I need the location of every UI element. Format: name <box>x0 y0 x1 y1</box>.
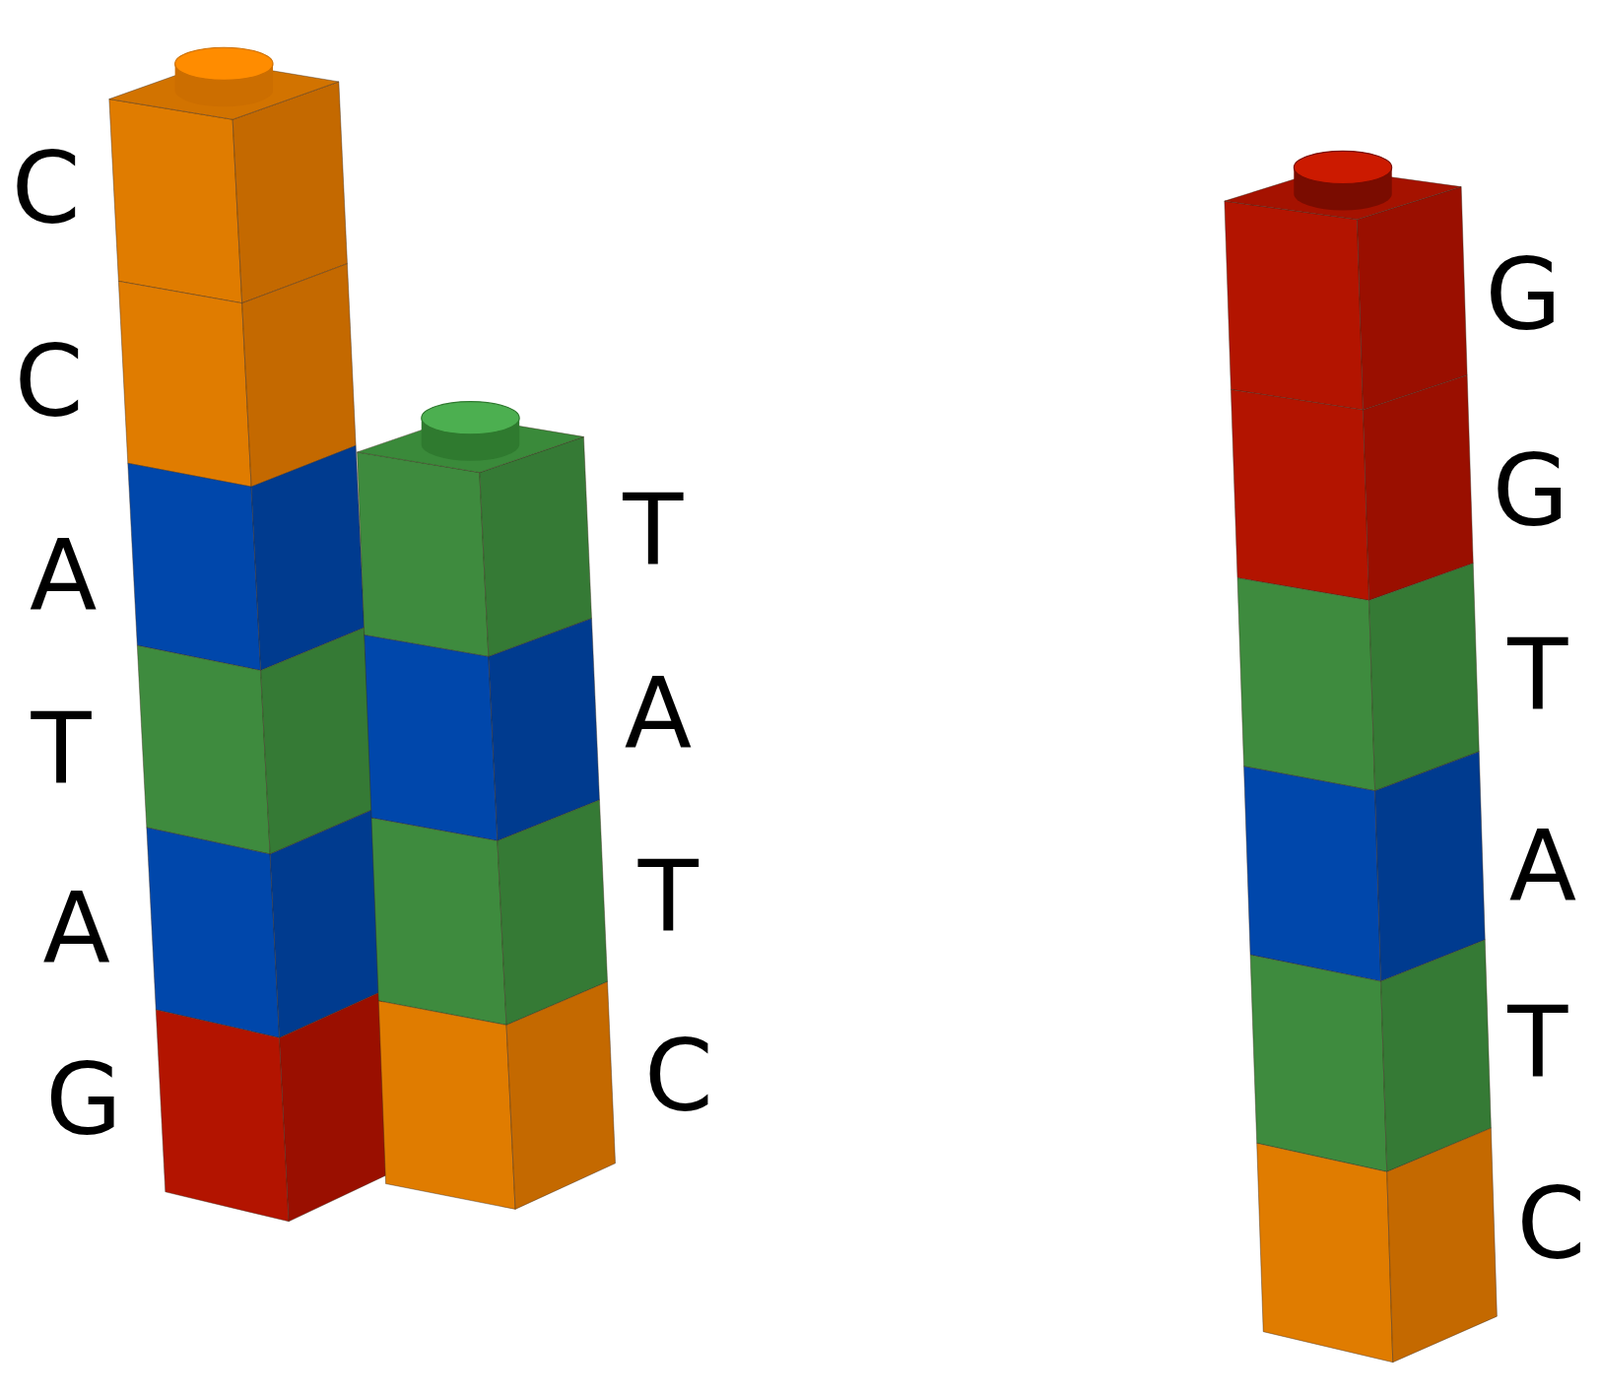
brick-front <box>364 635 498 842</box>
base-letter-holder: A <box>29 527 97 626</box>
base-letter-holder: T <box>31 700 92 800</box>
base-letter: T <box>638 848 699 947</box>
base-letter: C <box>644 1027 714 1127</box>
base-letter: A <box>29 527 97 626</box>
brick-front <box>1244 766 1382 982</box>
brick-stack <box>357 401 616 1210</box>
brick-front <box>109 99 243 304</box>
brick-front <box>1250 954 1388 1172</box>
brick-side <box>1369 563 1480 792</box>
base-letter-holder: G <box>45 1051 123 1150</box>
base-letter-holder: A <box>42 879 110 979</box>
base-letter-holder: A <box>1509 817 1577 917</box>
base-letter: T <box>1507 626 1568 726</box>
base-letter-holder: C <box>644 1027 714 1127</box>
brick-side <box>279 991 391 1221</box>
base-letter-holder: A <box>624 665 692 764</box>
brick-front <box>371 817 507 1025</box>
base-letter-holder: G <box>1485 246 1563 345</box>
base-letter-holder: C <box>1516 1175 1586 1274</box>
brick-stack <box>109 47 391 1222</box>
brick-side <box>479 436 593 657</box>
brick-front <box>155 1009 289 1222</box>
base-letter-holder: C <box>14 333 84 432</box>
brick-front <box>118 280 252 487</box>
base-letter-holder: T <box>622 481 683 581</box>
base-letter: G <box>1485 246 1563 345</box>
base-letter: T <box>1507 994 1568 1093</box>
brick-front <box>1224 200 1364 410</box>
brick-stud-top <box>175 47 273 80</box>
base-letter: C <box>11 139 81 239</box>
base-letter: C <box>1516 1175 1586 1274</box>
base-letter-holder: G <box>1492 442 1570 541</box>
base-letter: G <box>1492 442 1570 541</box>
brick-front <box>1230 389 1369 600</box>
base-letter: A <box>42 879 110 979</box>
brick-side <box>1357 187 1468 411</box>
brick-front <box>1257 1142 1394 1362</box>
base-letter: G <box>45 1051 123 1150</box>
base-letter: C <box>14 333 84 432</box>
brick-side <box>1387 1128 1498 1363</box>
brick-front <box>378 1000 516 1209</box>
brick-front <box>1237 578 1376 792</box>
base-letter-holder: T <box>638 848 699 947</box>
base-letter: T <box>622 481 683 581</box>
brick-front <box>146 827 280 1038</box>
base-letter-holder: T <box>1507 994 1568 1093</box>
brick-front <box>357 452 489 658</box>
brick-side <box>1363 375 1474 601</box>
brick-stud-top <box>421 401 520 435</box>
base-letter: T <box>31 700 92 800</box>
base-letter-holder: T <box>1507 626 1568 726</box>
brick-side <box>506 981 616 1209</box>
brick-front <box>136 645 270 855</box>
base-letter: A <box>624 665 692 764</box>
base-letter-holder: C <box>11 139 81 239</box>
brick-front <box>128 463 262 670</box>
base-letter: A <box>1509 817 1577 917</box>
brick-stack <box>1224 150 1498 1362</box>
brick-stud-top <box>1293 150 1392 184</box>
